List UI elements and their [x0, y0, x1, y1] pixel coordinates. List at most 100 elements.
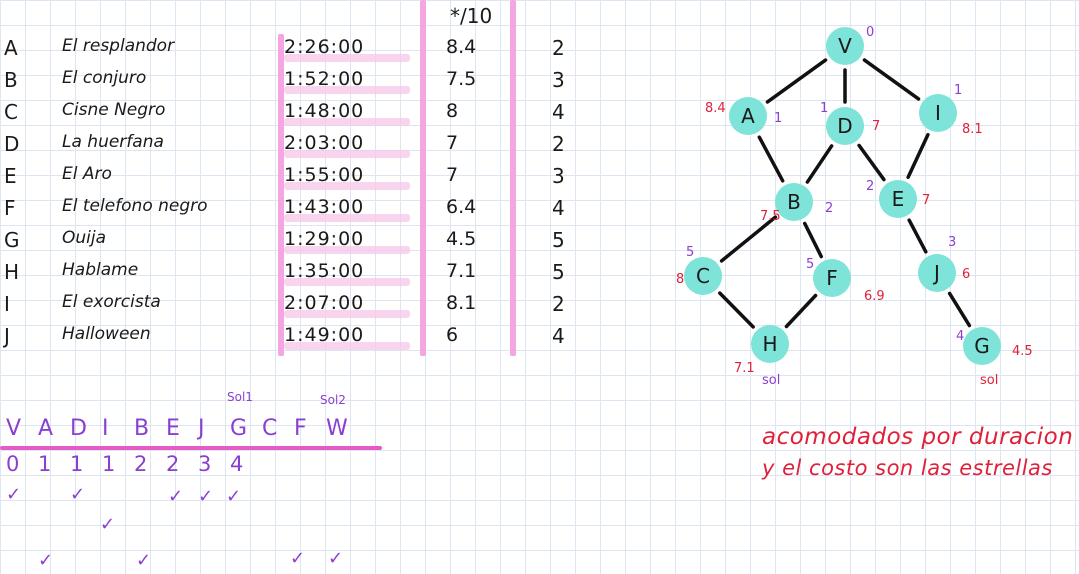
node-I — [919, 94, 957, 132]
note-line-1: acomodados por duracion — [762, 424, 1074, 450]
node-label-B: B — [787, 190, 801, 214]
traversal-level: 3 — [198, 452, 212, 476]
movie-rank: 5 — [552, 228, 565, 252]
stars-B: 7.5 — [760, 209, 781, 224]
node-label-I: I — [935, 101, 941, 125]
movie-title: Ouija — [62, 228, 107, 248]
traversal-node: E — [166, 416, 180, 441]
check-mark: ✓ — [290, 548, 306, 569]
traversal-level: 4 — [230, 452, 244, 476]
edge-E-J — [907, 218, 928, 254]
movie-title: El conjuro — [62, 68, 147, 88]
node-F — [813, 259, 851, 297]
stars-J: 6 — [962, 267, 970, 282]
duration-highlight — [284, 310, 410, 318]
row-letter: I — [4, 292, 10, 316]
edge-J-G — [947, 291, 972, 328]
row-letter: G — [4, 228, 20, 252]
movie-title: La huerfana — [62, 132, 164, 152]
table-divider-left — [278, 34, 284, 356]
edge-D-E — [857, 143, 886, 182]
edge-V-A — [765, 58, 828, 104]
table-divider-middle — [420, 0, 426, 356]
movie-title: Cisne Negro — [62, 100, 166, 120]
traversal-level: 2 — [134, 452, 148, 476]
movie-duration: 1:55:00 — [284, 164, 365, 186]
star-header: */10 — [450, 4, 493, 28]
movie-duration: 2:07:00 — [284, 292, 365, 314]
level-E: 2 — [866, 179, 874, 194]
traversal-node: J — [198, 416, 205, 441]
movie-stars: 7.5 — [446, 68, 477, 90]
node-G — [963, 327, 1001, 365]
movie-title: El Aro — [62, 164, 112, 184]
movie-stars: 8.4 — [446, 36, 477, 58]
note-line-2: y el costo son las estrellas — [762, 456, 1053, 480]
duration-highlight — [284, 150, 410, 158]
traversal-level: 2 — [166, 452, 180, 476]
movie-rank: 4 — [552, 324, 565, 348]
stars-F: 6.9 — [864, 289, 885, 304]
duration-highlight — [284, 118, 410, 126]
check-mark: ✓ — [168, 486, 184, 507]
sol2-label: Sol2 — [320, 393, 346, 407]
traversal-node: W — [326, 416, 348, 441]
movie-stars: 7.1 — [446, 260, 477, 282]
movie-stars: 7 — [446, 132, 459, 154]
duration-highlight — [284, 86, 410, 94]
level-I: 1 — [954, 83, 962, 98]
traversal-level: 1 — [70, 452, 84, 476]
level-A: 1 — [774, 111, 782, 126]
row-letter: B — [4, 68, 18, 92]
check-mark: ✓ — [38, 550, 54, 571]
check-mark: ✓ — [70, 484, 86, 505]
level-D: 1 — [820, 101, 828, 116]
traversal-node: G — [230, 416, 248, 441]
node-label-J: J — [932, 261, 940, 285]
movie-stars: 7 — [446, 164, 459, 186]
movie-rank: 4 — [552, 196, 565, 220]
movie-rank: 3 — [552, 164, 565, 188]
movie-rank: 4 — [552, 100, 565, 124]
check-mark: ✓ — [226, 486, 242, 507]
movie-duration: 1:35:00 — [284, 260, 365, 282]
duration-highlight — [284, 342, 410, 350]
movie-stars: 8.1 — [446, 292, 477, 314]
level-J: 3 — [948, 235, 956, 250]
movie-title: Hablame — [62, 260, 139, 280]
traversal-node: B — [134, 416, 150, 441]
movie-stars: 6 — [446, 324, 459, 346]
stars-C: 8 — [676, 272, 684, 287]
node-H — [751, 325, 789, 363]
table-divider-right — [510, 0, 516, 356]
duration-highlight — [284, 54, 410, 62]
edge-I-E — [906, 133, 930, 179]
stars-D: 7 — [872, 119, 880, 134]
edge-B-C — [719, 215, 778, 263]
edge-A-B — [757, 135, 785, 183]
level-C: 5 — [686, 245, 694, 260]
movie-duration: 1:43:00 — [284, 196, 365, 218]
node-B — [775, 183, 813, 221]
duration-highlight — [284, 278, 410, 286]
edge-D-B — [805, 144, 834, 184]
check-mark: ✓ — [136, 550, 152, 571]
movie-stars: 6.4 — [446, 196, 477, 218]
node-J — [918, 254, 956, 292]
sol-H: sol — [762, 373, 780, 388]
check-mark: ✓ — [198, 486, 214, 507]
movie-title: El telefono negro — [62, 196, 208, 216]
duration-highlight — [284, 182, 410, 190]
movie-title: El exorcista — [62, 292, 161, 312]
movie-title: Halloween — [62, 324, 151, 344]
edge-B-F — [802, 221, 824, 259]
traversal-level: 1 — [38, 452, 52, 476]
stars-E: 7 — [922, 193, 930, 208]
movie-duration: 1:48:00 — [284, 100, 365, 122]
traversal-underline — [0, 446, 382, 450]
movie-rank: 5 — [552, 260, 565, 284]
node-E — [879, 180, 917, 218]
